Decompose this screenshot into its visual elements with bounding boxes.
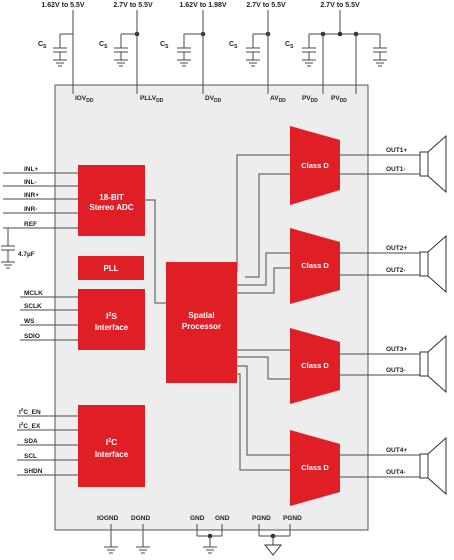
out-neg-label: OUT4- xyxy=(386,469,406,476)
speaker-4-icon xyxy=(427,436,447,496)
pin-dvdd: DVDD xyxy=(205,95,222,104)
pin-sclk: SCLK xyxy=(24,303,42,310)
internal-wiring xyxy=(145,154,290,471)
pin-mclk: MCLK xyxy=(24,290,43,297)
pin-pgnd-1: PGND xyxy=(252,515,271,522)
cap-label: CS xyxy=(285,41,294,50)
pll-block: PLL xyxy=(78,256,144,280)
amplifier-1: Class D OUT1+ OUT1- xyxy=(290,126,447,205)
pin-inl-pos: INL+ xyxy=(24,166,38,173)
pin-inl-neg: INL- xyxy=(24,179,37,186)
pin-shdn: SHDN xyxy=(24,468,43,475)
supply-rail-3: 1.62V to 1.98V CS DVDD xyxy=(160,2,227,104)
out-pos-label: OUT3+ xyxy=(386,346,407,353)
pin-i2c-ex: I2C_EX xyxy=(19,421,41,430)
speaker-2-magnet xyxy=(419,251,429,277)
amp-label: Class D xyxy=(301,361,329,370)
speaker-3-icon xyxy=(427,334,447,394)
ground-pins: IOGND DGND GND GND PGND PGND xyxy=(97,515,302,556)
speaker-1-magnet xyxy=(419,151,429,177)
pin-ws: WS xyxy=(24,318,35,325)
pin-pvdd-1: PVDD xyxy=(302,95,318,104)
speaker-4-magnet xyxy=(419,453,429,479)
pin-gnd-2: GND xyxy=(215,515,230,522)
out-neg-label: OUT1- xyxy=(386,166,406,173)
speaker-3-magnet xyxy=(419,351,429,377)
out-neg-label: OUT2- xyxy=(386,267,406,274)
amp-label: Class D xyxy=(301,161,329,170)
adc-input-pins: INL+ INL- INR+ INR- REF 4.7µF xyxy=(1,166,78,269)
cap-label: CS xyxy=(229,41,238,50)
adc-title-2: Stereo ADC xyxy=(89,203,133,212)
supply-rail-2: 2.7V to 5.5V CS PLLVDD xyxy=(99,2,164,104)
processor-title-2: Processor xyxy=(182,322,221,331)
pin-dgnd: DGND xyxy=(131,515,150,522)
pin-inr-neg: INR- xyxy=(24,206,37,213)
amplifier-2: Class D OUT2+ OUT2- xyxy=(290,228,447,304)
out-neg-label: OUT3- xyxy=(386,367,406,374)
cap-label: CS xyxy=(99,41,108,50)
supply-rail-5: 2.7V to 5.5V CS PVDD PVDD xyxy=(285,2,387,104)
out-pos-label: OUT4+ xyxy=(386,447,407,454)
i2c-pins: I2C_EN I2C_EX SDA SCL SHDN xyxy=(17,407,78,476)
pll-title: PLL xyxy=(103,264,118,273)
pin-pllvdd: PLLVDD xyxy=(140,95,164,104)
pin-pvdd-2: PVDD xyxy=(331,95,347,104)
pin-sdio: SDIO xyxy=(24,333,40,340)
pin-iognd: IOGND xyxy=(97,515,119,522)
i2s-title-2: Interface xyxy=(95,323,129,332)
i2s-pins: MCLK SCLK WS SDIO xyxy=(20,290,78,341)
i2c-block: I2C Interface xyxy=(78,405,145,487)
supply-voltage-label: 1.62V to 5.5V xyxy=(41,2,85,9)
amp-label: Class D xyxy=(301,463,329,472)
pin-gnd-1: GND xyxy=(190,515,205,522)
pin-inr-pos: INR+ xyxy=(24,192,39,199)
amplifier-3: Class D OUT3+ OUT3- xyxy=(290,328,447,404)
supply-voltage-label: 2.7V to 5.5V xyxy=(320,2,360,9)
cap-label: CS xyxy=(38,41,47,50)
processor-title-1: Spatial xyxy=(188,311,214,320)
pin-ref: REF xyxy=(24,221,37,228)
supply-rail-4: 2.7V to 5.5V CS AVDD xyxy=(229,2,286,104)
pin-pgnd-2: PGND xyxy=(283,515,302,522)
ref-cap-label: 4.7µF xyxy=(18,251,35,258)
i2c-title-1: I2C xyxy=(106,437,118,447)
supply-voltage-label: 2.7V to 5.5V xyxy=(113,2,153,9)
supply-voltage-label: 2.7V to 5.5V xyxy=(246,2,286,9)
spatial-processor-block: Spatial Processor xyxy=(166,262,237,383)
adc-block: 18-BIT Stereo ADC xyxy=(78,165,145,236)
i2s-block: I2S Interface xyxy=(78,289,145,350)
out-pos-label: OUT1+ xyxy=(386,147,407,154)
pin-sda: SDA xyxy=(24,438,38,445)
amplifier-4: Class D OUT4+ OUT4- xyxy=(290,430,447,506)
pin-scl: SCL xyxy=(24,453,37,460)
i2c-title-2: Interface xyxy=(95,450,129,459)
supply-rail-1: 1.62V to 5.5V CS IOVDD xyxy=(38,2,94,104)
pin-iovdd: IOVDD xyxy=(75,95,94,104)
speaker-2-icon xyxy=(427,234,447,294)
pin-i2c-en: I2C_EN xyxy=(19,407,41,416)
adc-title-1: 18-BIT xyxy=(99,193,124,202)
pin-avdd: AVDD xyxy=(270,95,286,104)
supply-voltage-label: 1.62V to 1.98V xyxy=(179,2,226,9)
cap-label: CS xyxy=(160,41,169,50)
power-ground-icon xyxy=(263,544,283,556)
out-pos-label: OUT2+ xyxy=(386,245,407,252)
i2s-title-1: I2S xyxy=(106,311,117,321)
amp-label: Class D xyxy=(301,261,329,270)
speaker-1-icon xyxy=(427,134,447,194)
